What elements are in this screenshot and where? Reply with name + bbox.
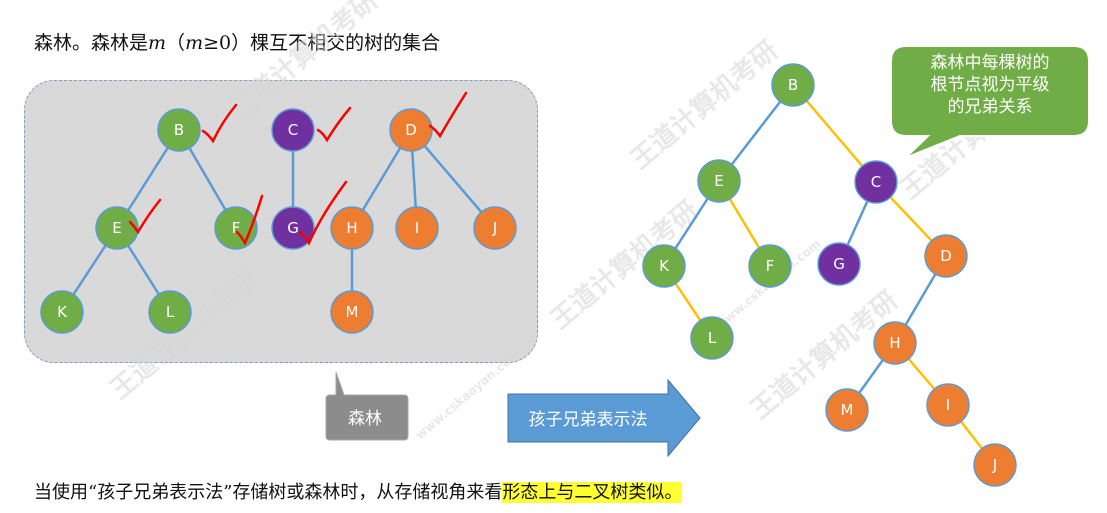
check-mark-C: [316, 106, 352, 143]
bubble-line-2: 根节点视为平级: [930, 75, 1050, 95]
svg-text:D: D: [405, 121, 417, 139]
binary-nodes: B E C K F G D L H M I J: [642, 63, 1017, 487]
check-mark-F: [235, 194, 264, 246]
bin-node-I: I: [926, 383, 970, 427]
node-K: K: [40, 290, 84, 334]
title: 森林。森林是m（m≥0）棵互不相交的树的集合: [34, 28, 440, 55]
bin-node-C: C: [854, 160, 898, 204]
footer-text: 当使用“孩子兄弟表示法”存储树或森林时，从存储视角来看形态上与二叉树类似。: [34, 478, 683, 504]
svg-text:G: G: [287, 219, 299, 237]
bin-node-L: L: [690, 316, 734, 360]
title-var-m2: m: [185, 32, 204, 54]
bin-node-K: K: [642, 244, 686, 288]
svg-text:E: E: [112, 219, 121, 237]
svg-text:B: B: [788, 76, 798, 94]
node-I: I: [395, 206, 439, 250]
node-H: H: [330, 206, 374, 250]
svg-text:F: F: [232, 219, 241, 237]
svg-text:F: F: [766, 257, 775, 275]
watermark-text: 王道计算机考研: [105, 265, 264, 406]
arrow-label: 孩子兄弟表示法: [528, 410, 648, 430]
watermark-text: 王道计算机考研: [625, 35, 784, 176]
svg-text:G: G: [833, 255, 845, 273]
node-C: C: [271, 108, 315, 152]
check-mark-D: [428, 91, 468, 139]
node-B: B: [157, 108, 201, 152]
svg-text:L: L: [166, 303, 175, 321]
bubble-line-3: 的兄弟关系: [947, 97, 1033, 117]
bin-node-M: M: [825, 388, 869, 432]
svg-text:H: H: [889, 334, 900, 352]
title-prefix: 森林。森林是: [34, 32, 149, 54]
check-marks: [128, 91, 468, 246]
bin-node-D: D: [924, 234, 968, 278]
title-var-m: m: [148, 32, 167, 54]
title-paren: （: [166, 32, 186, 54]
svg-text:D: D: [940, 247, 952, 265]
node-L: L: [148, 290, 192, 334]
title-condition: ≥0）棵互不相交的树的集合: [203, 32, 441, 54]
check-mark-B: [201, 103, 238, 144]
svg-text:L: L: [708, 329, 717, 347]
footer-highlight: 形态上与二叉树类似。: [502, 482, 683, 503]
svg-text:E: E: [714, 172, 723, 190]
bubble-shape: [890, 45, 1090, 159]
forest-nodes: B C D E F G H I J K L M: [40, 108, 517, 334]
svg-text:B: B: [174, 121, 184, 139]
bin-node-F: F: [748, 244, 792, 288]
svg-text:M: M: [841, 401, 854, 419]
node-E: E: [95, 206, 139, 250]
node-D: D: [389, 108, 433, 152]
svg-text:C: C: [871, 173, 881, 191]
svg-text:K: K: [57, 303, 68, 321]
watermark-text: 王道计算机考研: [225, 0, 384, 125]
bin-node-J: J: [973, 443, 1017, 487]
bin-node-H: H: [873, 321, 917, 365]
check-mark-E: [128, 198, 162, 235]
bubble-text: 森林中每棵树的 根节点视为平级 的兄弟关系: [906, 52, 1074, 118]
watermark-url: www.cskaoyan.com: [413, 346, 524, 442]
svg-text:H: H: [346, 219, 357, 237]
node-J: J: [473, 206, 517, 250]
bin-node-B: B: [771, 63, 815, 107]
svg-text:K: K: [659, 257, 670, 275]
svg-text:I: I: [415, 219, 419, 237]
bin-node-E: E: [697, 159, 741, 203]
svg-text:J: J: [992, 456, 997, 474]
svg-text:C: C: [288, 121, 298, 139]
node-M: M: [330, 290, 374, 334]
forest-callout-shape: [325, 371, 409, 441]
arrow-shape: [507, 378, 701, 458]
check-mark-G: [298, 180, 348, 246]
svg-text:J: J: [492, 219, 497, 237]
node-G: G: [271, 206, 315, 250]
svg-text:M: M: [346, 303, 359, 321]
forest-callout-label: 森林: [348, 409, 382, 429]
svg-text:I: I: [946, 396, 950, 414]
bin-node-G: G: [817, 242, 861, 286]
bubble-line-1: 森林中每棵树的: [930, 53, 1050, 73]
footer-main: 当使用“孩子兄弟表示法”存储树或森林时，从存储视角来看: [34, 482, 503, 503]
